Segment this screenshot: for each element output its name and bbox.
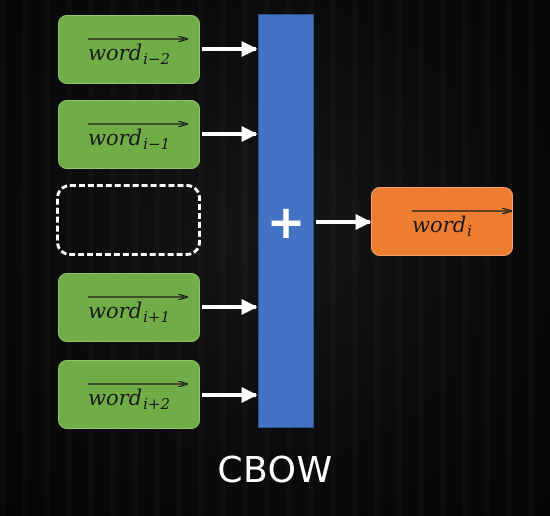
- input-word-box-i-plus-2: word i+2: [58, 360, 200, 429]
- word-text: word: [87, 125, 143, 150]
- input-word-box-i-minus-2: word i−2: [58, 15, 200, 84]
- input-word-box-i-plus-1: word i+1: [58, 273, 200, 342]
- vector-arrow-icon: [88, 36, 188, 42]
- vector-arrow-icon: [88, 121, 188, 127]
- vector-arrow-icon: [412, 208, 512, 214]
- diagram-caption: CBOW: [217, 450, 333, 491]
- summation-bar: [258, 14, 314, 428]
- target-word-placeholder-box: [56, 184, 201, 256]
- word-text: word: [87, 385, 143, 410]
- vector-word-label: word: [87, 36, 143, 65]
- plus-icon: +: [266, 195, 306, 249]
- vector-word-label: word: [87, 121, 143, 150]
- vector-word-label: word: [412, 208, 466, 236]
- vector-word-label: word: [87, 294, 143, 323]
- word-text: word: [87, 298, 143, 323]
- word-text: word: [87, 40, 143, 65]
- word-subscript: i+2: [143, 394, 171, 413]
- vector-arrow-icon: [88, 294, 188, 300]
- word-subscript: i−2: [143, 49, 171, 68]
- vector-word-label: word: [87, 381, 143, 410]
- vector-arrow-icon: [88, 381, 188, 387]
- word-subscript: i: [467, 221, 472, 240]
- word-text: word: [412, 212, 467, 237]
- word-subscript: i+1: [143, 307, 171, 326]
- output-word-box: word i: [371, 187, 513, 256]
- input-word-box-i-minus-1: word i−1: [58, 100, 200, 169]
- word-subscript: i−1: [143, 134, 171, 153]
